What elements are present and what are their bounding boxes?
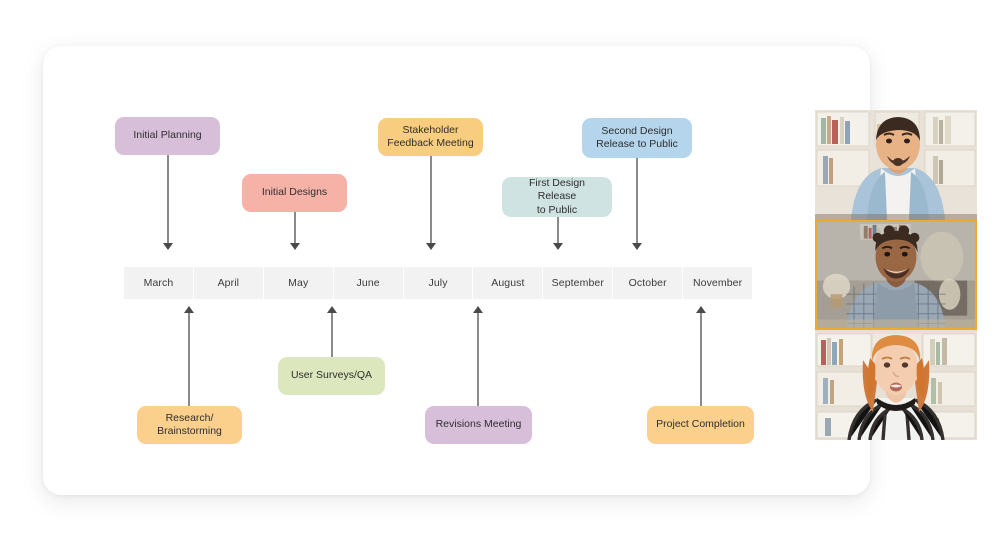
month-cell-march[interactable]: March: [124, 267, 194, 299]
arrow-down-stakeholder-feedback-meeting: [426, 243, 436, 250]
arrow-up-revisions-meeting: [473, 306, 483, 313]
month-cell-september[interactable]: September: [543, 267, 614, 299]
month-cell-may[interactable]: May: [263, 267, 334, 299]
month-cell-june[interactable]: June: [333, 267, 404, 299]
arrow-down-initial-designs: [290, 243, 300, 250]
arrow-down-initial-planning: [163, 243, 173, 250]
arrow-up-research-brainstorming: [184, 306, 194, 313]
month-cell-august[interactable]: August: [473, 267, 544, 299]
participant-3-video-feed: [815, 330, 977, 440]
event-box-revisions-meeting[interactable]: Revisions Meeting: [425, 406, 532, 444]
event-box-user-surveys-qa[interactable]: User Surveys/QA: [278, 357, 385, 395]
connector-project-completion: [700, 313, 702, 406]
connector-revisions-meeting: [477, 313, 479, 406]
participant-1-video-feed: [815, 110, 977, 220]
event-box-project-completion[interactable]: Project Completion: [647, 406, 754, 444]
arrow-down-first-design-release-to-public: [553, 243, 563, 250]
event-box-initial-planning[interactable]: Initial Planning: [115, 117, 220, 155]
event-box-second-design-release-to-public[interactable]: Second Design Release to Public: [582, 118, 692, 158]
video-call-panel: [815, 110, 977, 440]
video-tile-participant-3[interactable]: [815, 330, 977, 440]
participant-2-video-feed: [817, 222, 975, 328]
video-tile-participant-2[interactable]: [815, 220, 977, 330]
arrow-up-project-completion: [696, 306, 706, 313]
connector-second-design-release-to-public: [636, 158, 638, 243]
connector-initial-designs: [294, 212, 296, 243]
connector-first-design-release-to-public: [557, 217, 559, 243]
event-box-initial-designs[interactable]: Initial Designs: [242, 174, 347, 212]
arrow-down-second-design-release-to-public: [632, 243, 642, 250]
video-tile-participant-1[interactable]: [815, 110, 977, 220]
month-cell-april[interactable]: April: [193, 267, 264, 299]
arrow-up-user-surveys-qa: [327, 306, 337, 313]
month-cell-october[interactable]: October: [613, 267, 684, 299]
event-box-research-brainstorming[interactable]: Research/ Brainstorming: [137, 406, 242, 444]
month-cell-july[interactable]: July: [403, 267, 474, 299]
connector-initial-planning: [167, 155, 169, 243]
connector-stakeholder-feedback-meeting: [430, 156, 432, 243]
connector-user-surveys-qa: [331, 313, 333, 357]
event-box-stakeholder-feedback-meeting[interactable]: Stakeholder Feedback Meeting: [378, 118, 483, 156]
connector-research-brainstorming: [188, 313, 190, 406]
timeline-axis: March April May June July August Septemb…: [124, 267, 753, 299]
event-box-first-design-release-to-public[interactable]: First Design Release to Public: [502, 177, 612, 217]
month-cell-november[interactable]: November: [683, 267, 753, 299]
